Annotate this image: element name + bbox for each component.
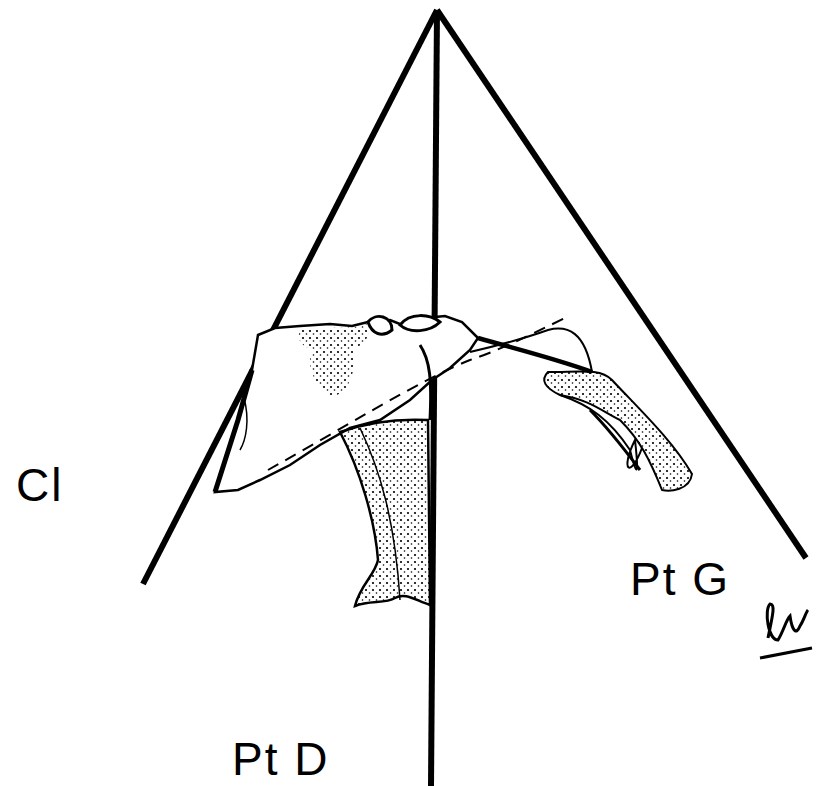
bone-fragment-left [215, 316, 478, 492]
dashed-line [268, 318, 565, 470]
signature-mark [760, 604, 812, 658]
pterygoid-label: Pt G [630, 556, 730, 602]
pterygoid-label: Pt D [232, 736, 329, 782]
clivus-label: Cl [16, 462, 63, 508]
reference-lines [143, 10, 806, 786]
bone-fragment-right [470, 329, 692, 491]
bone-fragment-lower [340, 420, 430, 606]
